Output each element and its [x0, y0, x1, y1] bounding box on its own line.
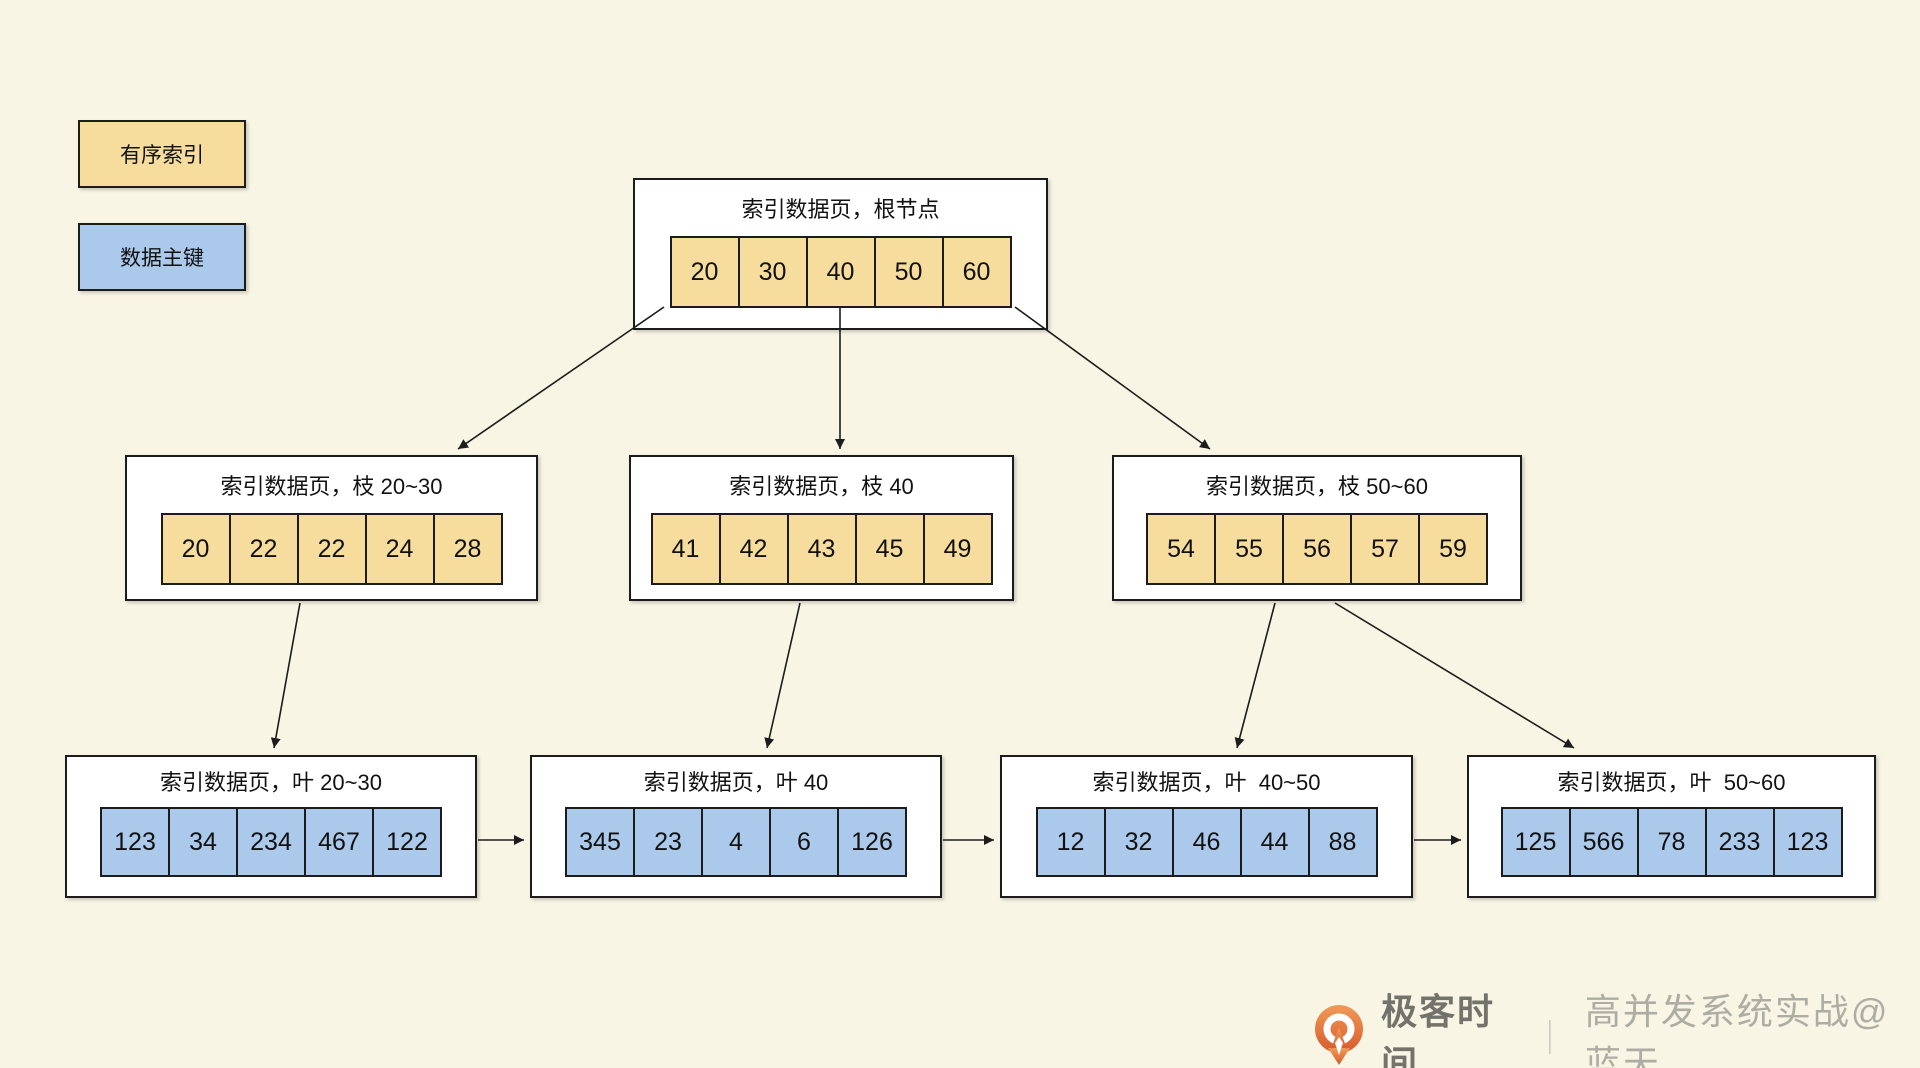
legend-data-primary-key-label: 数据主键: [120, 247, 204, 270]
node-leaf-50-60-title: 索引数据页，叶 50~60: [1557, 770, 1786, 795]
key-cell: 24: [364, 513, 435, 585]
node-leaf-20-30: 索引数据页，叶 20~30 123 34 234 467 122: [65, 755, 477, 898]
watermark-slogan: 高并发系统实战@蓝天: [1584, 991, 1890, 1068]
node-branch-20-30: 索引数据页，枝 20~30 20 22 22 24 28: [125, 455, 538, 601]
key-cell: 60: [941, 236, 1012, 308]
node-root-title: 索引数据页，根节点: [741, 197, 940, 222]
pk-cell: 345: [565, 807, 635, 877]
pk-cell: 122: [372, 807, 442, 877]
pk-cell: 4: [701, 807, 771, 877]
pk-cell: 6: [769, 807, 839, 877]
node-root-cells: 20 30 40 50 60: [669, 236, 1012, 308]
node-branch-50-60-title: 索引数据页，枝 50~60: [1206, 474, 1428, 499]
pk-cell: 126: [837, 807, 907, 877]
pk-cell: 125: [1500, 807, 1571, 877]
node-leaf-40-50: 索引数据页，叶 40~50 12 32 46 44 88: [1000, 755, 1413, 898]
legend-ordered-index: 有序索引: [78, 120, 246, 188]
pk-cell: 467: [304, 807, 374, 877]
node-leaf-40-title: 索引数据页，叶 40: [643, 770, 829, 795]
pk-cell: 23: [633, 807, 703, 877]
key-cell: 59: [1418, 513, 1488, 585]
node-leaf-40-50-title: 索引数据页，叶 40~50: [1092, 770, 1321, 795]
watermark-brand: 极客时间: [1381, 991, 1496, 1068]
key-cell: 43: [786, 513, 857, 585]
key-cell: 28: [432, 513, 503, 585]
pk-cell: 234: [236, 807, 306, 877]
node-leaf-40-cells: 345 23 4 6 126: [565, 807, 907, 877]
node-leaf-50-60-cells: 125 566 78 233 123: [1500, 807, 1843, 877]
key-cell: 42: [718, 513, 789, 585]
node-branch-20-30-cells: 20 22 22 24 28: [160, 513, 503, 585]
node-branch-40-title: 索引数据页，枝 40: [729, 474, 914, 499]
node-leaf-20-30-cells: 123 34 234 467 122: [100, 807, 442, 877]
pk-cell: 78: [1636, 807, 1707, 877]
legend-data-primary-key: 数据主键: [78, 223, 246, 291]
pk-cell: 34: [168, 807, 238, 877]
key-cell: 41: [650, 513, 721, 585]
node-branch-50-60: 索引数据页，枝 50~60 54 55 56 57 59: [1112, 455, 1522, 601]
pk-cell: 233: [1704, 807, 1775, 877]
pk-cell: 44: [1239, 807, 1310, 877]
node-leaf-50-60: 索引数据页，叶 50~60 125 566 78 233 123: [1467, 755, 1876, 898]
key-cell: 22: [228, 513, 299, 585]
watermark: 极客时间 ｜ 高并发系统实战@蓝天: [1313, 983, 1920, 1068]
node-branch-40: 索引数据页，枝 40 41 42 43 45 49: [629, 455, 1014, 601]
pk-cell: 123: [1772, 807, 1843, 877]
key-cell: 57: [1350, 513, 1420, 585]
key-cell: 45: [854, 513, 925, 585]
node-branch-20-30-title: 索引数据页，枝 20~30: [220, 474, 443, 499]
node-root: 索引数据页，根节点 20 30 40 50 60: [633, 178, 1048, 330]
key-cell: 20: [160, 513, 231, 585]
legend-ordered-index-label: 有序索引: [120, 144, 204, 167]
key-cell: 55: [1214, 513, 1284, 585]
key-cell: 30: [737, 236, 808, 308]
watermark-separator: ｜: [1532, 1019, 1567, 1058]
pk-cell: 566: [1568, 807, 1639, 877]
pk-cell: 88: [1307, 807, 1378, 877]
pk-cell: 123: [100, 807, 170, 877]
node-leaf-40-50-cells: 12 32 46 44 88: [1035, 807, 1378, 877]
node-branch-50-60-cells: 54 55 56 57 59: [1146, 513, 1488, 585]
node-leaf-40: 索引数据页，叶 40 345 23 4 6 126: [530, 755, 942, 898]
pk-cell: 32: [1103, 807, 1174, 877]
key-cell: 22: [296, 513, 367, 585]
node-leaf-20-30-title: 索引数据页，叶 20~30: [160, 770, 382, 795]
key-cell: 40: [805, 236, 876, 308]
key-cell: 49: [922, 513, 993, 585]
pk-cell: 46: [1171, 807, 1242, 877]
key-cell: 20: [669, 236, 740, 308]
key-cell: 50: [873, 236, 944, 308]
pk-cell: 12: [1035, 807, 1106, 877]
geektime-logo-icon: [1315, 1005, 1363, 1065]
node-branch-40-cells: 41 42 43 45 49: [650, 513, 993, 585]
key-cell: 56: [1282, 513, 1352, 585]
key-cell: 54: [1146, 513, 1216, 585]
